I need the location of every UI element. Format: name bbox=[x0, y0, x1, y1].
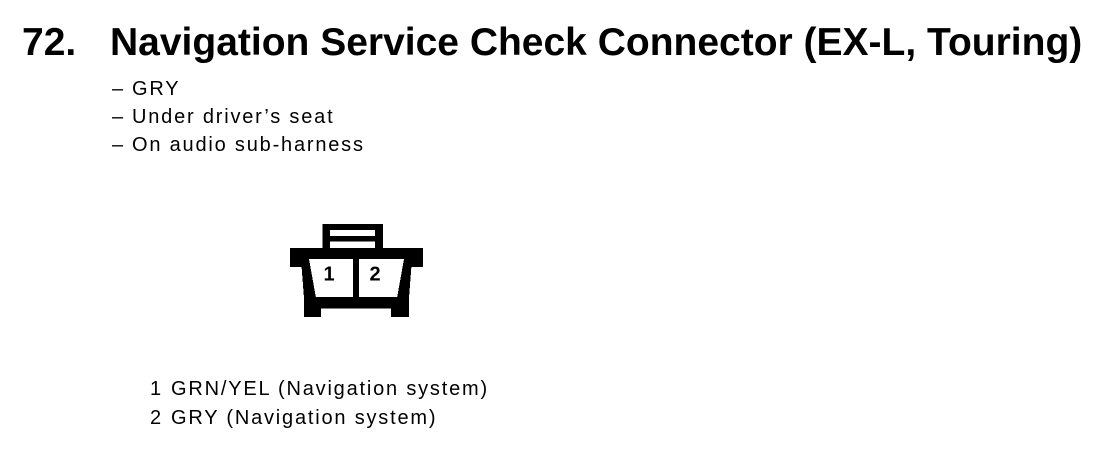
cavity-divider bbox=[353, 259, 359, 303]
pin-legend: 1 GRN/YEL (Navigation system) 2 GRY (Navig… bbox=[150, 375, 489, 432]
cavity-1-label: 1 bbox=[323, 264, 334, 286]
detail-text: On audio sub-harness bbox=[132, 134, 365, 156]
detail-line-location: –Under driver’s seat bbox=[112, 103, 365, 131]
connector-housing-icon bbox=[290, 248, 423, 317]
cavity-2-label: 2 bbox=[369, 264, 380, 286]
pin-legend-row-2: 2 GRY (Navigation system) bbox=[150, 404, 489, 433]
detail-line-harness: –On audio sub-harness bbox=[112, 131, 365, 159]
detail-text: Under driver’s seat bbox=[132, 106, 335, 128]
section-number: 72. bbox=[22, 21, 77, 64]
pin-number: 2 bbox=[150, 406, 163, 429]
section-title-text: Navigation Service Check Connector (EX-L… bbox=[110, 21, 1083, 64]
dash-bullet: – bbox=[112, 134, 125, 156]
detail-text: GRY bbox=[132, 78, 181, 100]
connector-latch-tab-icon bbox=[322, 224, 383, 249]
connector-details: –GRY –Under driver’s seat –On audio sub-… bbox=[112, 75, 365, 159]
dash-bullet: – bbox=[112, 106, 125, 128]
pin-wire-description: GRN/YEL (Navigation system) bbox=[171, 378, 489, 400]
pin-wire-description: GRY (Navigation system) bbox=[171, 406, 438, 429]
connector-diagram: 1 2 bbox=[290, 224, 423, 317]
pin-legend-row-1: 1 GRN/YEL (Navigation system) bbox=[150, 375, 489, 404]
pin-number: 1 bbox=[150, 378, 163, 400]
dash-bullet: – bbox=[112, 78, 125, 100]
section-title: 72. Navigation Service Check Connector (E… bbox=[22, 21, 1082, 65]
detail-line-color: –GRY bbox=[112, 75, 365, 103]
